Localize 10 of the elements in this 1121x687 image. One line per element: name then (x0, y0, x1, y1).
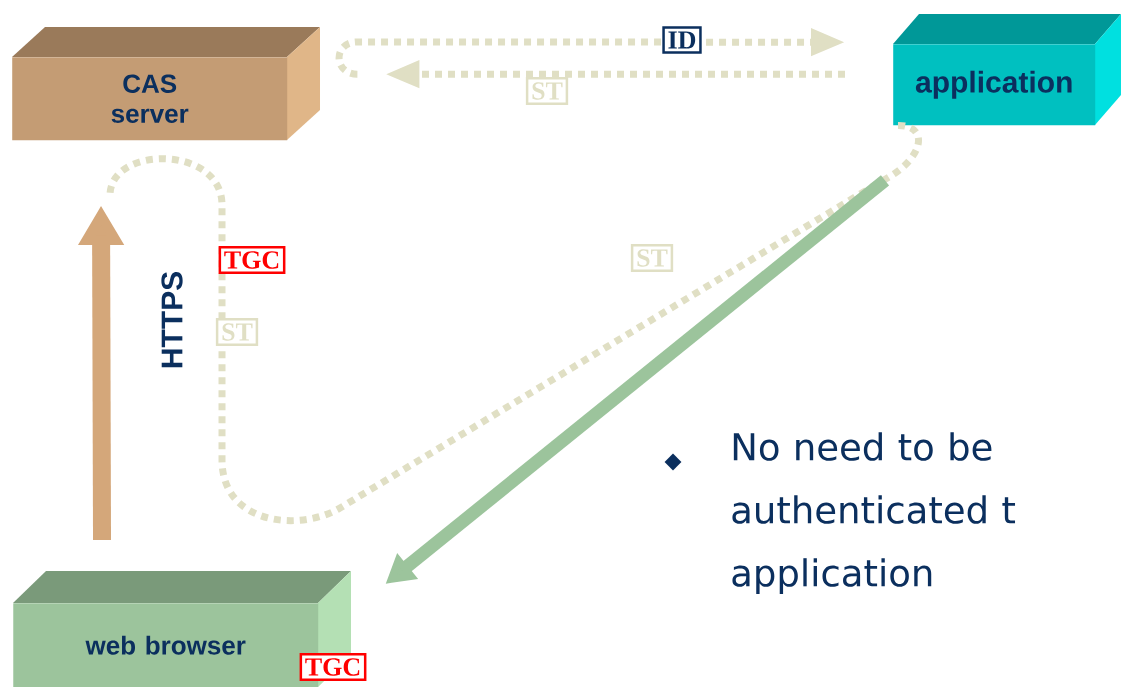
bullet-text: No need to be authenticated t application (732, 432, 1016, 594)
edge-label: ST (630, 244, 674, 272)
tag-label: TGC (218, 246, 286, 274)
process-box: CAS server (12, 27, 320, 141)
edge-label: ID (662, 26, 702, 54)
edge-label: ST (525, 77, 569, 105)
tag-label: ST (215, 318, 259, 346)
edge-label: HTTPS (161, 272, 183, 368)
tag-label: TGC (299, 653, 367, 681)
process-box: application (893, 14, 1121, 126)
